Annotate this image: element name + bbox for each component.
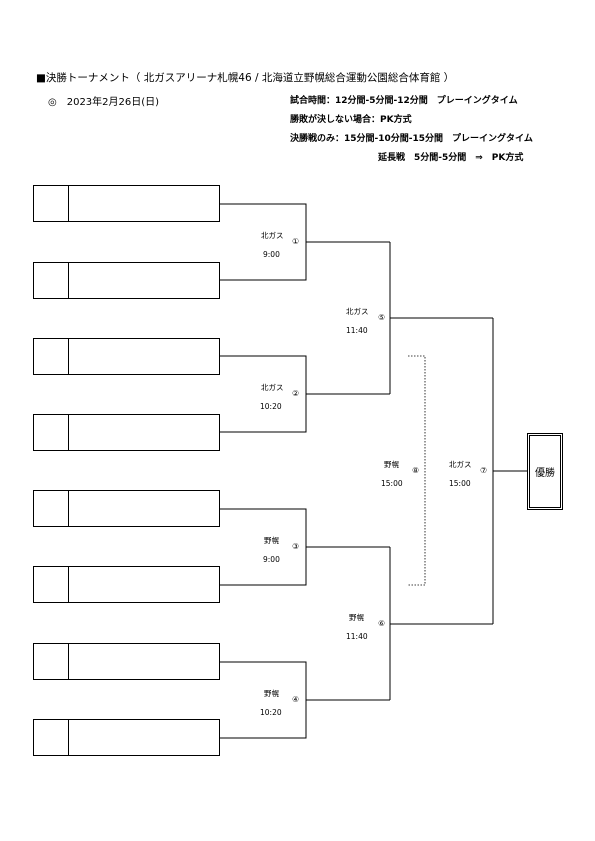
team-seed-cell: [34, 720, 69, 755]
team-seed-cell: [34, 263, 69, 298]
rule-extra-time: 延長戦 5分間-5分間 ⇒ PK方式: [378, 153, 524, 163]
match-3-venue: 野幌: [264, 536, 279, 545]
rule-match-time: 試合時間：12分間-5分間-12分間 プレーイングタイム: [290, 96, 518, 106]
team-slot-3: [33, 338, 220, 375]
match-7-venue: 北ガス: [449, 460, 472, 469]
team-seed-cell: [34, 491, 69, 526]
match-7-time: 15:00: [449, 479, 471, 488]
match-8-venue: 野幌: [384, 460, 399, 469]
page-title: ■決勝トーナメント（ 北ガスアリーナ札幌46 / 北海道立野幌総合運動公園総合体…: [36, 72, 455, 84]
team-slot-8: [33, 719, 220, 756]
team-slot-2: [33, 262, 220, 299]
rule-tiebreak: 勝敗が決しない場合：PK方式: [290, 115, 412, 125]
match-1-venue: 北ガス: [261, 231, 284, 240]
match-3-number: ③: [292, 542, 300, 551]
match-1-number: ①: [292, 237, 300, 246]
match-4-time: 10:20: [260, 708, 282, 717]
match-2-number: ②: [292, 389, 300, 398]
team-seed-cell: [34, 415, 69, 450]
team-slot-5: [33, 490, 220, 527]
team-seed-cell: [34, 339, 69, 374]
match-4-number: ④: [292, 695, 300, 704]
match-5-venue: 北ガス: [346, 307, 369, 316]
team-seed-cell: [34, 186, 69, 221]
match-6-time: 11:40: [346, 632, 368, 641]
team-seed-cell: [34, 567, 69, 602]
match-7-number: ⑦: [480, 466, 488, 475]
match-5-time: 11:40: [346, 326, 368, 335]
match-4-venue: 野幌: [264, 689, 279, 698]
match-5-number: ⑤: [378, 313, 386, 322]
match-6-venue: 野幌: [349, 613, 364, 622]
match-6-number: ⑥: [378, 619, 386, 628]
champion-label: 優勝: [535, 468, 555, 479]
team-slot-7: [33, 643, 220, 680]
match-1-time: 9:00: [263, 250, 280, 259]
match-8-number: ⑧: [412, 466, 420, 475]
rule-final-time: 決勝戦のみ：15分間-10分間-15分間 プレーイングタイム: [290, 134, 533, 144]
team-slot-4: [33, 414, 220, 451]
match-3-time: 9:00: [263, 555, 280, 564]
match-date: ◎ 2023年2月26日(日): [48, 97, 160, 108]
team-seed-cell: [34, 644, 69, 679]
match-8-time: 15:00: [381, 479, 403, 488]
team-slot-1: [33, 185, 220, 222]
match-2-time: 10:20: [260, 402, 282, 411]
team-slot-6: [33, 566, 220, 603]
match-2-venue: 北ガス: [261, 383, 284, 392]
champion-box: 優勝: [527, 433, 563, 510]
